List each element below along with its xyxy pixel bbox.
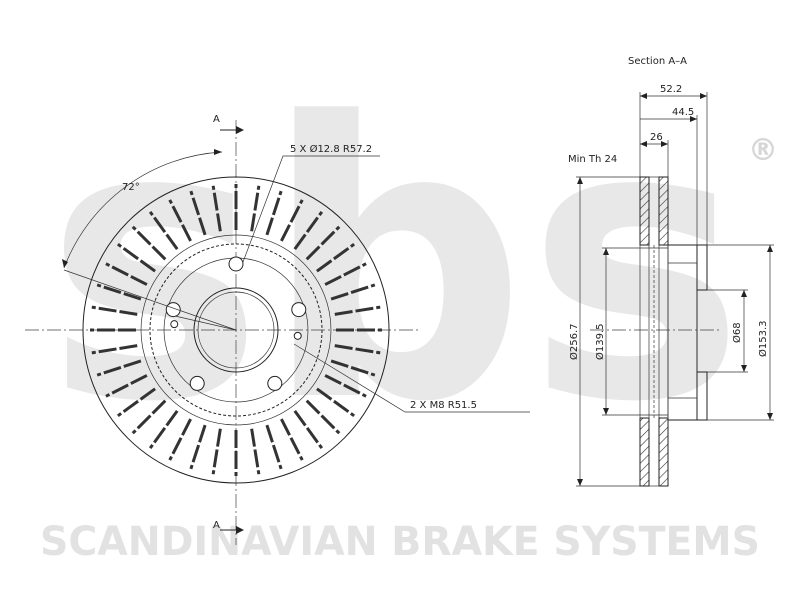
dia-hub-dimension: Ø68 — [707, 289, 748, 373]
vent-slot — [305, 399, 341, 435]
width-disc-label: 26 — [650, 132, 663, 143]
section-mark-bottom: A — [213, 520, 244, 534]
vent-slot — [265, 424, 283, 470]
vent-slot — [293, 410, 324, 449]
bolt-hole — [291, 302, 307, 318]
section-view: Section A–A — [568, 56, 774, 487]
vent-slot — [330, 359, 376, 377]
vent-slot — [211, 428, 222, 475]
width-hat-label: 44.5 — [672, 107, 694, 118]
thread-hole — [293, 331, 302, 340]
vent-slot — [293, 211, 324, 250]
vent-slot — [96, 359, 142, 377]
bolt-callout: 5 X Ø12.8 R57.2 — [242, 143, 380, 263]
vent-slot — [105, 374, 148, 398]
vent-slot — [105, 262, 148, 286]
vent-slot — [250, 185, 261, 232]
dia-pcd-label: Ø139.5 — [594, 324, 606, 361]
width-dimension-disc: 26 — [640, 132, 669, 177]
section-mark-top-label: A — [213, 114, 220, 125]
dia-pcd-dimension: Ø139.5 — [594, 247, 668, 416]
bolt-callout-label: 5 X Ø12.8 R57.2 — [290, 143, 372, 155]
vent-slot — [250, 428, 261, 475]
vent-slot — [148, 211, 179, 250]
vent-slot — [280, 418, 304, 461]
thread-callout: 2 X M8 R51.5 — [293, 343, 530, 413]
dia-outer-dimension: Ø256.7 — [568, 176, 640, 487]
angle-label: 72° — [122, 182, 140, 193]
vent-slot — [91, 344, 138, 355]
section-mark-bottom-label: A — [213, 520, 220, 531]
vent-slot — [280, 199, 304, 242]
width-dimension-total: 52.2 — [639, 84, 708, 245]
vent-slot — [334, 305, 381, 316]
disc-inner-friction-edge — [140, 234, 332, 426]
dia-outer-label: Ø256.7 — [568, 324, 580, 361]
bolt-hole — [189, 375, 205, 391]
bolt-hole — [267, 375, 283, 391]
watermark-brand-line: SCANDINAVIAN BRAKE SYSTEMS — [40, 519, 760, 565]
hub-bore — [193, 287, 279, 373]
min-thickness-label: Min Th 24 — [568, 154, 617, 165]
vent-slot — [305, 225, 341, 261]
disc-outer-edge — [82, 176, 390, 484]
vent-slot — [168, 418, 192, 461]
registered-mark: ® — [748, 133, 778, 168]
vent-slot — [324, 262, 367, 286]
vent-slot — [334, 344, 381, 355]
bolt-hole — [228, 256, 244, 272]
vent-slot — [131, 399, 167, 435]
hat-outer-edge — [149, 243, 323, 417]
vent-slot — [316, 242, 355, 273]
disc-section-profile — [639, 176, 708, 487]
vent-slot — [148, 410, 179, 449]
width-dimension-hat: 44.5 — [640, 107, 698, 245]
vent-slot — [131, 225, 167, 261]
thread-holes — [170, 320, 302, 340]
section-mark-top: A — [213, 114, 244, 134]
bolt-holes — [165, 256, 307, 391]
width-total-label: 52.2 — [660, 84, 682, 95]
vent-slot — [316, 387, 355, 418]
angle-dimension: 72° — [62, 149, 237, 331]
watermark-logo: sbs — [45, 42, 745, 485]
vent-slot — [96, 283, 142, 301]
vent-slots — [90, 184, 382, 476]
front-view: A A 72° 5 X Ø12.8 R57.2 2 X M8 R51.5 — [25, 114, 530, 545]
vent-slot — [211, 185, 222, 232]
vent-slot — [189, 190, 207, 236]
vent-slot — [265, 190, 283, 236]
vent-slot — [189, 424, 207, 470]
vent-slot — [168, 199, 192, 242]
thread-hole — [170, 320, 179, 329]
bolt-hole — [165, 302, 181, 318]
vent-slot — [330, 283, 376, 301]
vent-slot — [324, 374, 367, 398]
watermark: sbs ® SCANDINAVIAN BRAKE SYSTEMS — [40, 42, 778, 565]
dia-hub-label: Ø68 — [731, 322, 743, 343]
vent-slot — [117, 387, 156, 418]
dia-hat-label: Ø153.3 — [757, 321, 769, 358]
hub-bore-inner — [197, 291, 275, 369]
vent-slot — [117, 242, 156, 273]
dia-hat-dimension: Ø153.3 — [707, 244, 774, 421]
vent-slot — [91, 305, 138, 316]
section-title: Section A–A — [628, 56, 687, 67]
thread-callout-label: 2 X M8 R51.5 — [410, 400, 477, 411]
